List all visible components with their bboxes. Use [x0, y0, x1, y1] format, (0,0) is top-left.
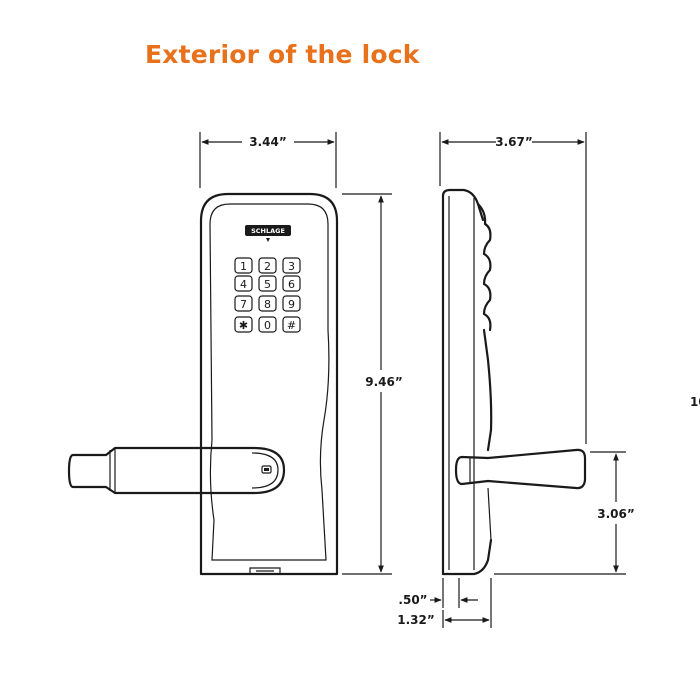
keyhole-icon — [261, 465, 272, 474]
keypad-key[interactable]: 3 — [282, 257, 301, 274]
keypad-key[interactable]: 7 — [234, 295, 253, 312]
svg-text:✱: ✱ — [239, 319, 248, 332]
svg-text:3: 3 — [288, 260, 295, 273]
base-depth-dimension: 1.32” — [397, 578, 492, 628]
keypad-key[interactable]: 9 — [282, 295, 301, 312]
front-escutcheon-outer — [199, 192, 339, 576]
front-width-dimension: 3.44” — [199, 132, 337, 188]
keypad-key[interactable]: 8 — [258, 295, 277, 312]
keypad-key[interactable]: ✱ — [234, 316, 253, 333]
svg-text:4: 4 — [240, 278, 247, 291]
front-height-label: 9.46” — [365, 375, 403, 389]
side-backplate — [441, 188, 485, 222]
svg-text:5: 5 — [264, 278, 271, 291]
keypad-key[interactable]: 1 — [234, 257, 253, 274]
lever-height-label: 3.06” — [597, 507, 635, 521]
svg-text:6: 6 — [288, 278, 295, 291]
front-view: SCHLAGE 1 2 3 4 5 6 7 8 9 ✱ 0 # — [67, 132, 403, 576]
keypad-key[interactable]: # — [282, 316, 301, 333]
keypad-key[interactable]: 5 — [258, 275, 277, 292]
keypad-key[interactable]: 4 — [234, 275, 253, 292]
cut-off-dimension-label: 10 — [690, 395, 700, 409]
side-view: 3.67” 3.06” .50” 1.32” — [397, 132, 635, 628]
brand-text: SCHLAGE — [251, 227, 285, 235]
front-width-label: 3.44” — [249, 135, 287, 149]
keypad-key[interactable]: 0 — [258, 316, 277, 333]
front-height-dimension: 9.46” — [342, 193, 403, 575]
side-keypad-profile — [476, 202, 492, 332]
side-lever[interactable] — [454, 448, 587, 490]
keypad: 1 2 3 4 5 6 7 8 9 ✱ 0 # — [234, 257, 301, 333]
svg-text:8: 8 — [264, 298, 271, 311]
keypad-key[interactable]: 6 — [282, 275, 301, 292]
page-title: Exterior of the lock — [145, 40, 420, 69]
front-bottom-slot — [249, 567, 281, 574]
side-depth-label: 3.67” — [495, 135, 533, 149]
schlage-logo: SCHLAGE — [245, 225, 291, 242]
svg-text:2: 2 — [264, 260, 271, 273]
side-depth-dimension: 3.67” — [439, 132, 587, 444]
svg-text:0: 0 — [264, 319, 271, 332]
base-depth-label: 1.32” — [397, 613, 435, 627]
lever-offset-label: .50” — [398, 593, 427, 607]
front-escutcheon-inner — [209, 203, 330, 561]
svg-text:1: 1 — [240, 260, 247, 273]
keypad-key[interactable]: 2 — [258, 257, 277, 274]
front-lever[interactable] — [67, 446, 286, 495]
svg-text:7: 7 — [240, 298, 247, 311]
svg-text:#: # — [287, 319, 296, 332]
lever-height-dimension: 3.06” — [494, 451, 635, 575]
svg-text:9: 9 — [288, 298, 295, 311]
lever-offset-dimension: .50” — [398, 578, 478, 608]
